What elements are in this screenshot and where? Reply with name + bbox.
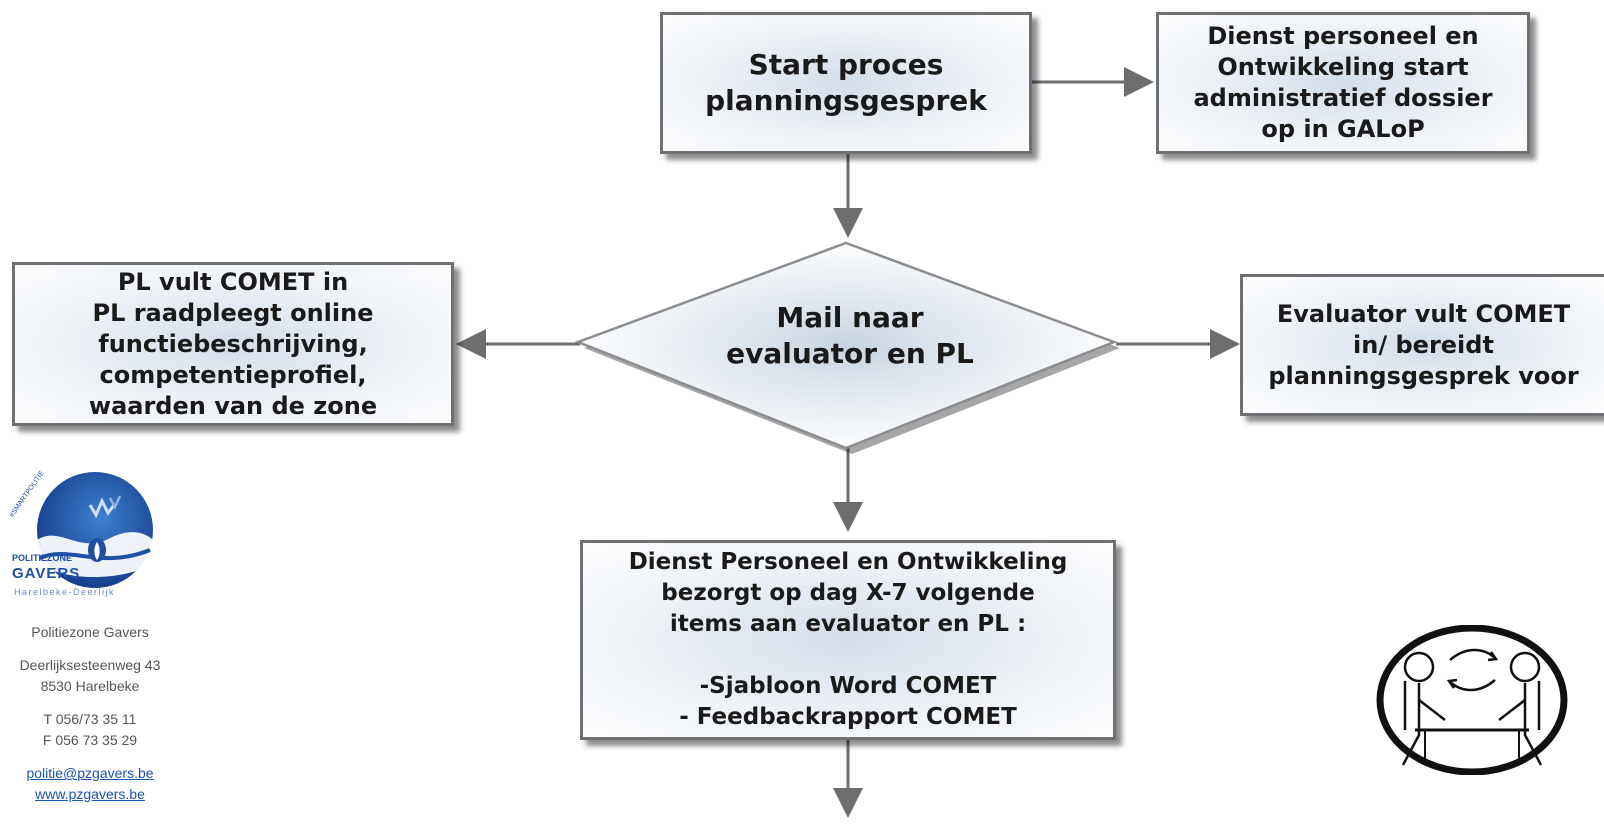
node-start-line-1: Start proces: [748, 48, 944, 81]
node-pl-line-3: functiebeschrijving,: [98, 329, 368, 358]
node-dienst-start-line-3: administratief dossier: [1193, 84, 1493, 112]
node-evaluator-line-3: planningsgesprek voor: [1268, 361, 1579, 390]
node-mail-line-1: Mail naar: [776, 301, 924, 334]
politiezone-gavers-logo-icon: #SMARTPOLITIE POLITIEZONE GAVERS Harelbe…: [9, 469, 153, 597]
logo-subtitle: Harelbeke-Deerlijk: [14, 587, 115, 597]
node-pl-vult-comet: PL vult COMET in PL raadpleegt online fu…: [12, 262, 454, 426]
contact-fax: F 056 73 35 29: [42, 732, 138, 748]
meeting-icon-wrap: [1375, 624, 1569, 779]
node-dienst-start-dossier: Dienst personeel en Ontwikkeling start a…: [1156, 12, 1530, 154]
node-pl-line-1: PL vult COMET in: [117, 267, 349, 296]
politiezone-logo: #SMARTPOLITIE POLITIEZONE GAVERS Harelbe…: [0, 469, 185, 624]
two-people-conversation-icon: [1376, 624, 1568, 776]
contact-website-link[interactable]: www.pzgavers.be: [35, 786, 145, 802]
contact-name: Politiezone Gavers: [31, 624, 149, 640]
node-evaluator-line-1: Evaluator vult COMET: [1276, 299, 1571, 328]
contact-street: Deerlijksesteenweg 43: [19, 657, 161, 673]
contact-city: 8530 Harelbeke: [40, 678, 140, 694]
contact-block: Politiezone Gavers Deerlijksesteenweg 43…: [0, 622, 180, 805]
logo-gavers: GAVERS: [12, 565, 80, 582]
contact-phone: T 056/73 35 11: [43, 711, 137, 727]
node-mail-line-2: evaluator en PL: [726, 337, 974, 370]
node-dienst-start-line-2: Ontwikkeling start: [1217, 53, 1469, 81]
contact-email-link[interactable]: politie@pzgavers.be: [26, 765, 154, 781]
node-dienst-start-line-1: Dienst personeel en: [1207, 22, 1479, 50]
node-evaluator-line-2: in/ bereidt: [1353, 330, 1494, 359]
node-evaluator: Evaluator vult COMET in/ bereidt plannin…: [1240, 274, 1604, 416]
node-items-line-2: bezorgt op dag X-7 volgende: [661, 580, 1035, 606]
node-start-line-2: planningsgesprek: [705, 84, 987, 117]
node-pl-line-2: PL raadpleegt online: [92, 298, 374, 327]
node-dienst-items: Dienst Personeel en Ontwikkeling bezorgt…: [580, 540, 1116, 740]
logo-politiezone: POLITIEZONE: [12, 553, 72, 563]
node-items-line-6: - Feedbackrapport COMET: [679, 704, 1017, 730]
node-items-line-1: Dienst Personeel en Ontwikkeling: [628, 549, 1068, 575]
node-dienst-start-line-4: op in GALoP: [1261, 115, 1425, 143]
decision-diamond-shape: [574, 241, 1118, 450]
node-start-proces: Start proces planningsgesprek: [660, 12, 1032, 154]
node-items-line-3: items aan evaluator en PL :: [669, 611, 1027, 637]
node-pl-line-5: waarden van de zone: [88, 391, 378, 420]
node-pl-line-4: competentieprofiel,: [99, 360, 367, 389]
node-mail-label: Mail naar evaluator en PL: [580, 300, 1120, 372]
node-items-line-5: -Sjabloon Word COMET: [699, 673, 997, 699]
